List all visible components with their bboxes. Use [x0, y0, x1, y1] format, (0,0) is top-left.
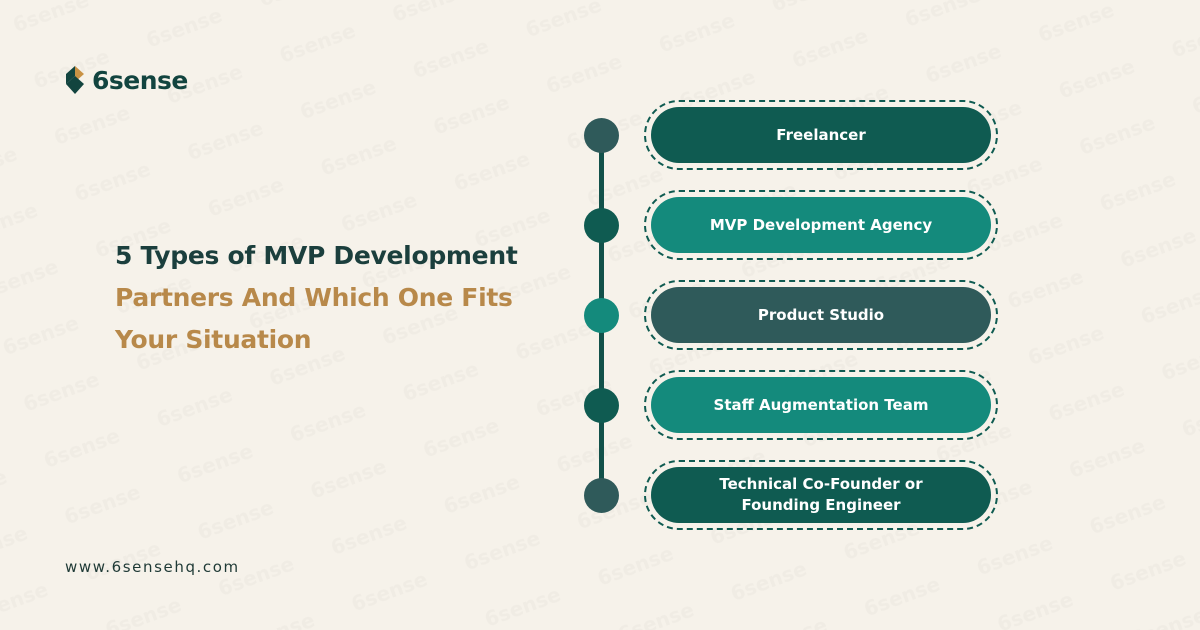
partner-type-item: MVP Development Agency: [644, 190, 998, 260]
brand-logo: 6sense: [64, 64, 188, 96]
timeline-dot-4: [584, 388, 619, 423]
timeline-dot-1: [584, 118, 619, 153]
partner-type-label: MVP Development Agency: [651, 197, 991, 253]
timeline-dot-2: [584, 208, 619, 243]
partner-type-label: Product Studio: [651, 287, 991, 343]
partner-type-label: Technical Co-Founder or Founding Enginee…: [651, 467, 991, 523]
title-line-1: 5 Types of MVP Development: [115, 241, 518, 270]
partner-type-item: Freelancer: [644, 100, 998, 170]
timeline-dot-5: [584, 478, 619, 513]
brand-name: 6sense: [92, 65, 188, 95]
partner-type-item: Product Studio: [644, 280, 998, 350]
6sense-logo-icon: [66, 66, 84, 94]
partner-type-item: Staff Augmentation Team: [644, 370, 998, 440]
partner-type-item: Technical Co-Founder or Founding Enginee…: [644, 460, 998, 530]
title-line-2: Partners And Which One Fits: [115, 283, 513, 312]
partner-type-label: Staff Augmentation Team: [651, 377, 991, 433]
website-url: www.6sensehq.com: [65, 558, 240, 576]
timeline-dot-3: [584, 298, 619, 333]
page-title: 5 Types of MVP Development Partners And …: [115, 235, 518, 361]
partner-type-label: Freelancer: [651, 107, 991, 163]
title-line-3: Your Situation: [115, 325, 312, 354]
